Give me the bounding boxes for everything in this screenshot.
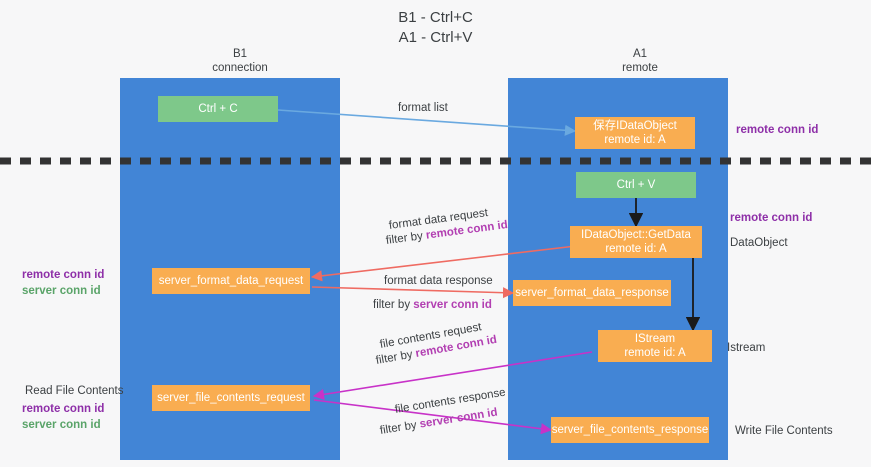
filter-key-server-conn-id: server conn id <box>413 299 492 311</box>
annotation-dataobject: DataObject <box>730 237 788 249</box>
edge-label-format-list: format list <box>398 102 448 114</box>
node-server-format-data-response-label: server_format_data_response <box>515 287 669 299</box>
node-server-format-data-request[interactable]: server_format_data_request <box>152 268 310 294</box>
edge-label-format-data-response-filter: filter by server conn id <box>373 298 492 312</box>
node-server-format-data-response[interactable]: server_format_data_response <box>513 280 671 306</box>
annotation-remote-conn-id-left-2: remote conn id <box>22 403 105 415</box>
annotation-server-conn-id-left: server conn id <box>22 285 101 297</box>
annotation-remote-conn-id-top: remote conn id <box>736 124 819 136</box>
annotation-conn-ids-lower: remote conn id server conn id <box>22 402 104 432</box>
node-server-format-data-request-label: server_format_data_request <box>158 275 304 287</box>
node-server-file-contents-response[interactable]: server_file_contents_response <box>551 417 709 443</box>
filter-prefix: filter by <box>373 299 414 311</box>
lane-header-b1-line2: connection <box>212 62 268 74</box>
filter-prefix: filter by <box>385 229 427 247</box>
annotation-remote-conn-id-mid: remote conn id <box>730 212 813 224</box>
node-idataobject-getdata[interactable]: IDataObject::GetData remote id: A <box>570 226 702 258</box>
title-line-2: A1 - Ctrl+V <box>398 29 473 46</box>
node-ctrl-v[interactable]: Ctrl + V <box>576 172 696 198</box>
annotation-conn-ids-upper: remote conn id server conn id <box>22 268 104 298</box>
node-ctrl-c[interactable]: Ctrl + C <box>158 96 278 122</box>
node-save-idataobject-line1: 保存IDataObject <box>593 120 677 132</box>
node-server-file-contents-request-label: server_file_contents_request <box>157 392 305 404</box>
lane-header-a1-line2: remote <box>622 62 658 74</box>
node-istream[interactable]: IStream remote id: A <box>598 330 712 362</box>
annotation-server-conn-id-left-2: server conn id <box>22 419 101 431</box>
annotation-remote-conn-id-left: remote conn id <box>22 269 105 281</box>
node-ctrl-c-label: Ctrl + C <box>198 103 238 115</box>
node-idataobject-getdata-line1: IDataObject::GetData <box>581 229 691 241</box>
node-ctrl-v-label: Ctrl + V <box>616 179 656 191</box>
lane-header-a1-line1: A1 <box>632 48 648 60</box>
annotation-istream: Istream <box>727 342 766 354</box>
node-server-file-contents-request[interactable]: server_file_contents_request <box>152 385 310 411</box>
node-server-file-contents-response-label: server_file_contents_response <box>551 424 709 436</box>
node-idataobject-getdata-line2: remote id: A <box>605 243 667 255</box>
lane-header-a1: A1 remote <box>540 47 740 75</box>
lane-header-b1: B1 connection <box>140 47 340 75</box>
node-istream-line1: IStream <box>634 333 676 345</box>
annotation-write-file-contents: Write File Contents <box>735 425 833 437</box>
node-save-idataobject[interactable]: 保存IDataObject remote id: A <box>575 117 695 149</box>
lane-header-b1-line1: B1 <box>232 48 248 60</box>
node-istream-line2: remote id: A <box>624 347 686 359</box>
edge-label-format-data-response: format data response <box>384 275 493 287</box>
title-line-1: B1 - Ctrl+C <box>398 9 473 26</box>
diagram-title: B1 - Ctrl+C A1 - Ctrl+V <box>0 8 871 48</box>
filter-prefix: filter by <box>379 418 421 437</box>
node-save-idataobject-line2: remote id: A <box>604 134 666 146</box>
annotation-read-file-contents: Read File Contents <box>25 385 124 397</box>
